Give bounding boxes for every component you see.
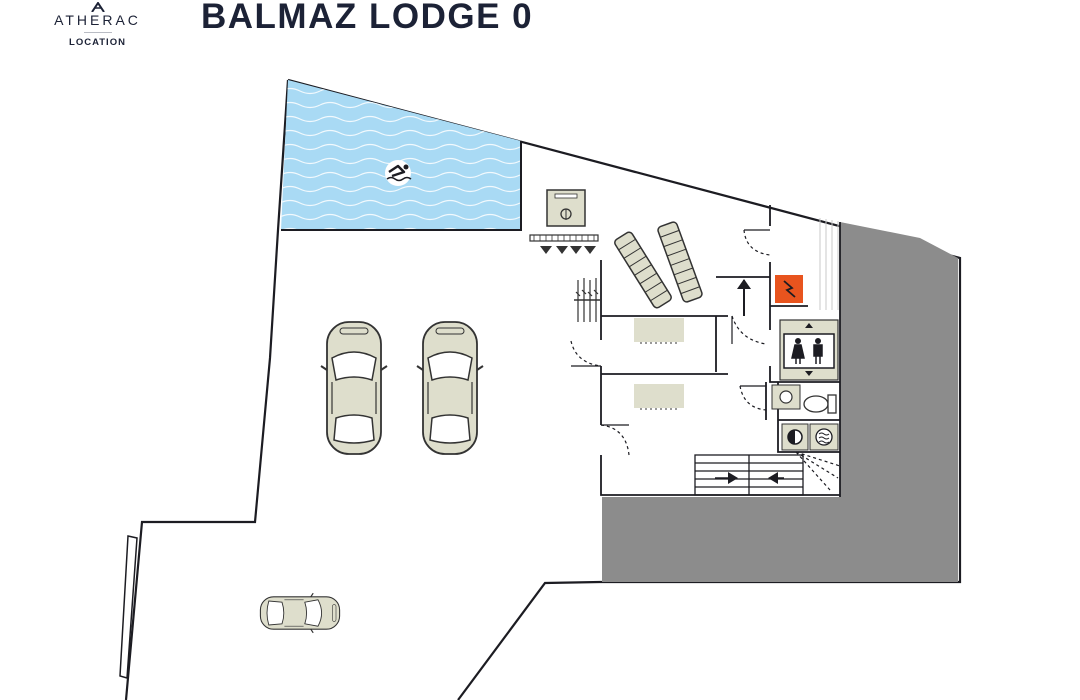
elevator-icon xyxy=(779,319,839,381)
doors xyxy=(570,229,841,491)
interior-walls xyxy=(600,205,841,497)
stair-direction-arrow-icon xyxy=(768,472,778,484)
brand-tagline: LOCATION xyxy=(69,37,126,48)
corridor-lines xyxy=(819,218,839,310)
brand-name: ATHERAC xyxy=(54,12,141,28)
car-icon xyxy=(416,321,484,455)
outer-boundary xyxy=(119,78,962,700)
page-title: BALMAZ LODGE 0 xyxy=(201,0,534,36)
swimming-pool xyxy=(281,80,522,231)
washing-machine-icon xyxy=(809,423,839,451)
storage-cabinet xyxy=(634,384,684,410)
car-icon xyxy=(320,321,388,455)
sink-icon xyxy=(771,384,801,410)
ski-boot-rack xyxy=(529,234,599,254)
car-icon xyxy=(259,592,341,634)
outdoor-storage-box xyxy=(546,189,586,227)
staircase xyxy=(694,454,804,496)
dryer-icon xyxy=(781,423,809,451)
brand-mark-icon xyxy=(91,2,105,12)
brand-logo: ATHERAC LOCATION xyxy=(40,2,155,50)
stair-direction-arrow-icon xyxy=(737,279,751,316)
unusable-area xyxy=(602,222,958,582)
storage-cabinet xyxy=(634,318,684,344)
brand-divider xyxy=(84,32,112,33)
ski-rack xyxy=(574,278,600,322)
swimmer-icon xyxy=(385,160,412,186)
stair-direction-arrow-icon xyxy=(728,472,738,484)
toilet-icon xyxy=(803,394,837,414)
electrical-panel-icon xyxy=(775,275,803,303)
